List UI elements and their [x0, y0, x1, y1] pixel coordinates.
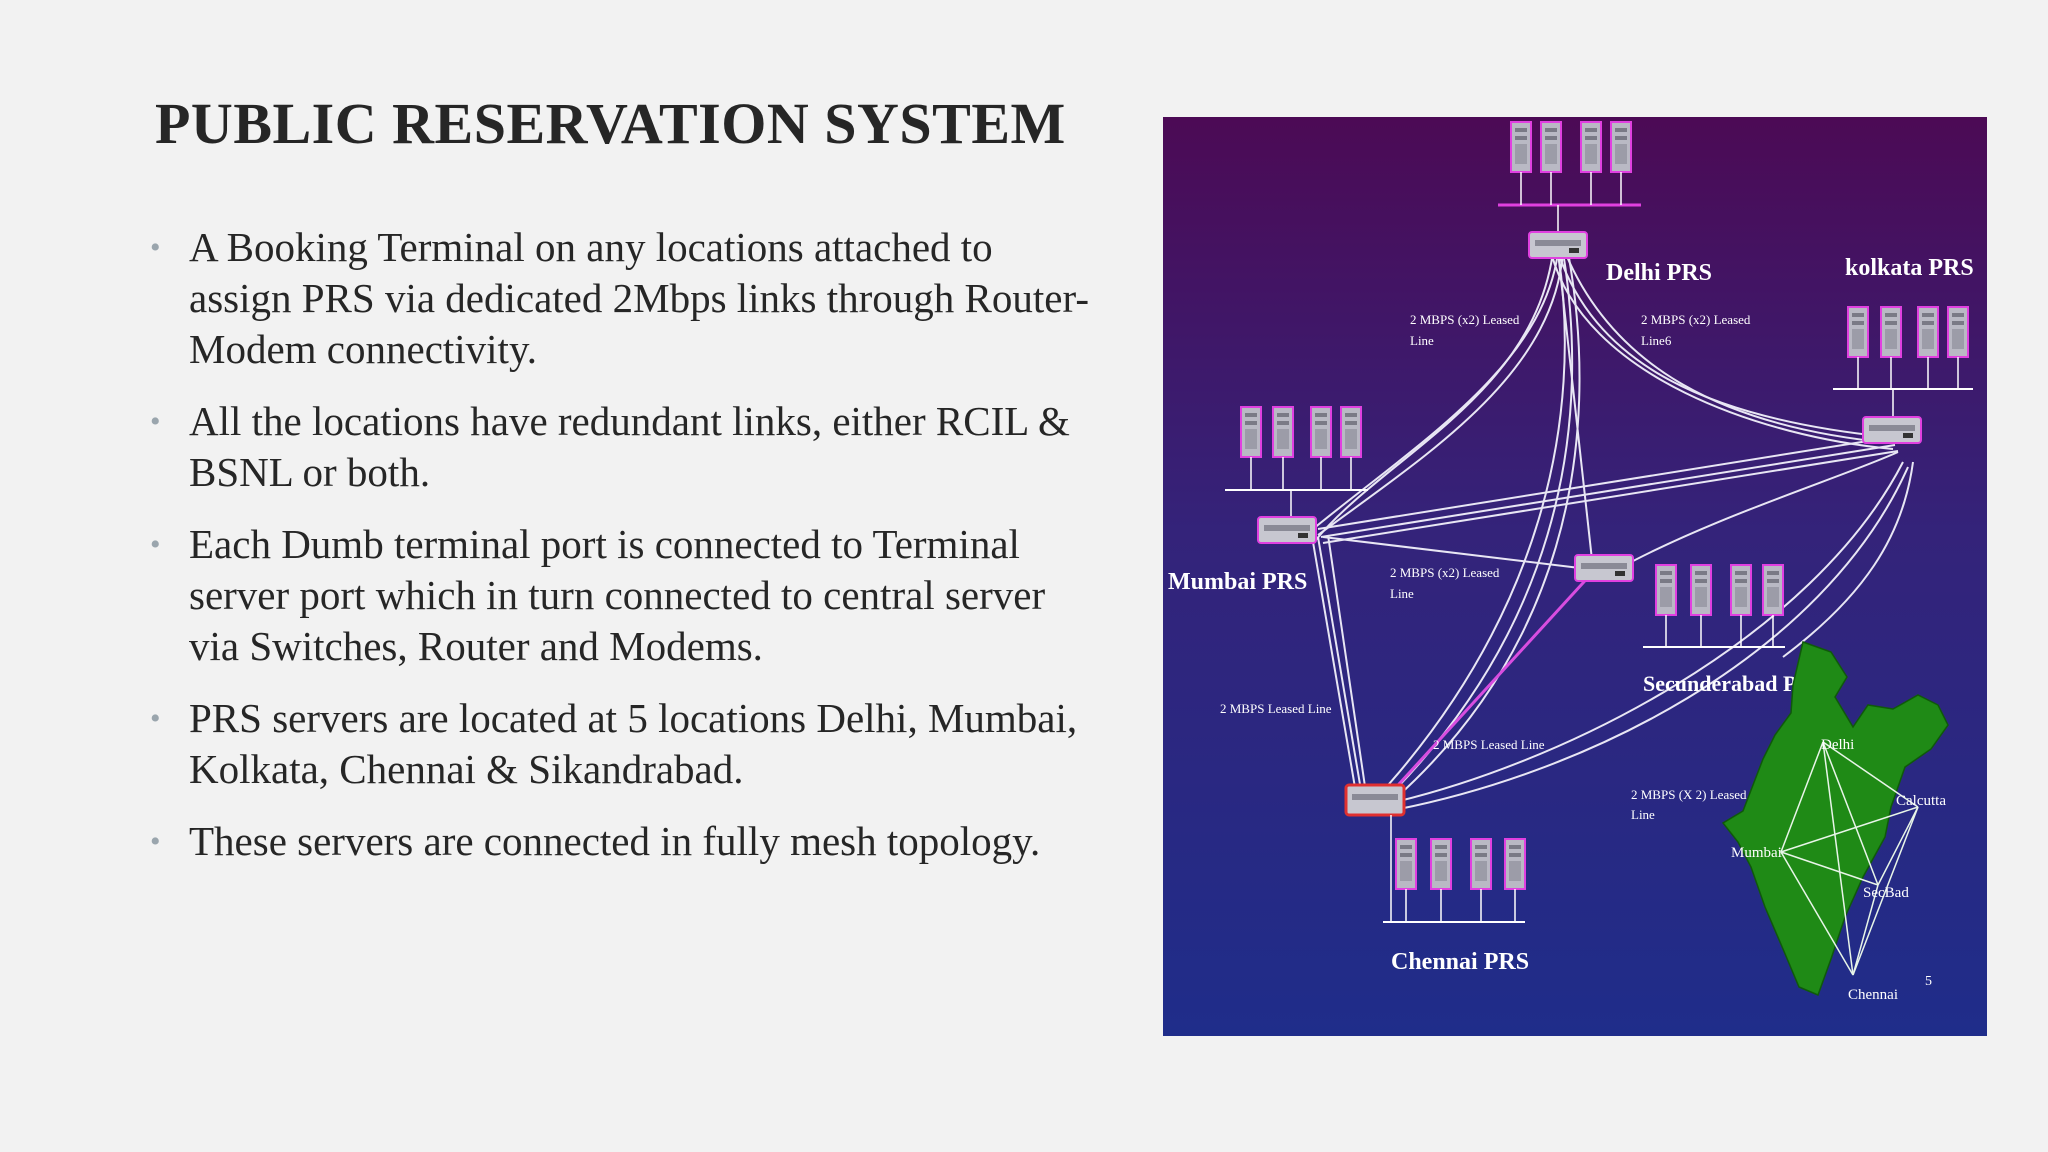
bullet-dot-icon: •	[150, 405, 161, 438]
bullet-item: • These servers are connected in fully me…	[150, 816, 1090, 867]
mumbai-prs-label: Mumbai PRS	[1168, 569, 1307, 595]
slide-title: PUBLIC RESERVATION SYSTEM	[155, 91, 1066, 156]
map-label-secbad: SecBad	[1863, 885, 1909, 901]
bullet-item: • PRS servers are located at 5 locations …	[150, 693, 1090, 795]
chennai-prs-label: Chennai PRS	[1391, 949, 1529, 975]
bullet-text: These servers are connected in fully mes…	[189, 818, 1041, 864]
secunderabad-cluster	[1574, 554, 1785, 648]
bullet-item: • All the locations have redundant links,…	[150, 396, 1090, 498]
mumbai-cluster	[1225, 406, 1368, 544]
india-map: Delhi Calcutta Mumbai SecBad Chennai 5	[1721, 641, 1949, 1003]
bullet-item: • Each Dumb terminal port is connected to…	[150, 519, 1090, 672]
bullet-text: PRS servers are located at 5 locations D…	[189, 695, 1078, 792]
kolkata-cluster	[1833, 306, 1973, 444]
link-label: 2 MBPS Leased Line	[1433, 737, 1545, 752]
map-label-delhi: Delhi	[1821, 737, 1854, 753]
bullet-dot-icon: •	[150, 528, 161, 561]
map-label-mumbai: Mumbai	[1731, 845, 1782, 861]
network-diagram-svg: Delhi PRS kolkata PRS	[1163, 117, 1987, 1036]
delhi-cluster	[1498, 121, 1641, 259]
bullet-dot-icon: •	[150, 825, 161, 858]
bullet-dot-icon: •	[150, 702, 161, 735]
delhi-prs-label: Delhi PRS	[1606, 260, 1712, 286]
chennai-cluster	[1344, 783, 1526, 923]
link-labels: 2 MBPS (x2) Leased Line 2 MBPS (x2) Leas…	[1220, 312, 1751, 822]
link-label: 2 MBPS Leased Line	[1220, 701, 1332, 716]
network-diagram: Delhi PRS kolkata PRS	[1163, 117, 1987, 1036]
mesh-links	[1312, 251, 1914, 814]
bullet-item: • A Booking Terminal on any locations att…	[150, 222, 1090, 375]
link-label: Line6	[1641, 333, 1672, 348]
magenta-link	[1376, 570, 1595, 809]
bullet-text: All the locations have redundant links, …	[189, 398, 1070, 495]
bullet-list: • A Booking Terminal on any locations att…	[150, 222, 1090, 888]
link-label: 2 MBPS (x2) Leased	[1410, 312, 1520, 327]
bullet-text: A Booking Terminal on any locations atta…	[189, 224, 1089, 372]
link-label: Line	[1390, 586, 1414, 601]
link-label: 2 MBPS (x2) Leased	[1641, 312, 1751, 327]
bullet-text: Each Dumb terminal port is connected to …	[189, 521, 1046, 669]
link-label: Line	[1410, 333, 1434, 348]
link-label: Line	[1631, 807, 1655, 822]
page-number: 5	[1925, 974, 1932, 989]
map-label-chennai: Chennai	[1848, 987, 1898, 1003]
link-label: 2 MBPS (x2) Leased	[1390, 565, 1500, 580]
bullet-dot-icon: •	[150, 231, 161, 264]
kolkata-prs-label: kolkata PRS	[1845, 255, 1974, 281]
map-label-calcutta: Calcutta	[1896, 793, 1946, 809]
link-label: 2 MBPS (X 2) Leased	[1631, 787, 1747, 802]
